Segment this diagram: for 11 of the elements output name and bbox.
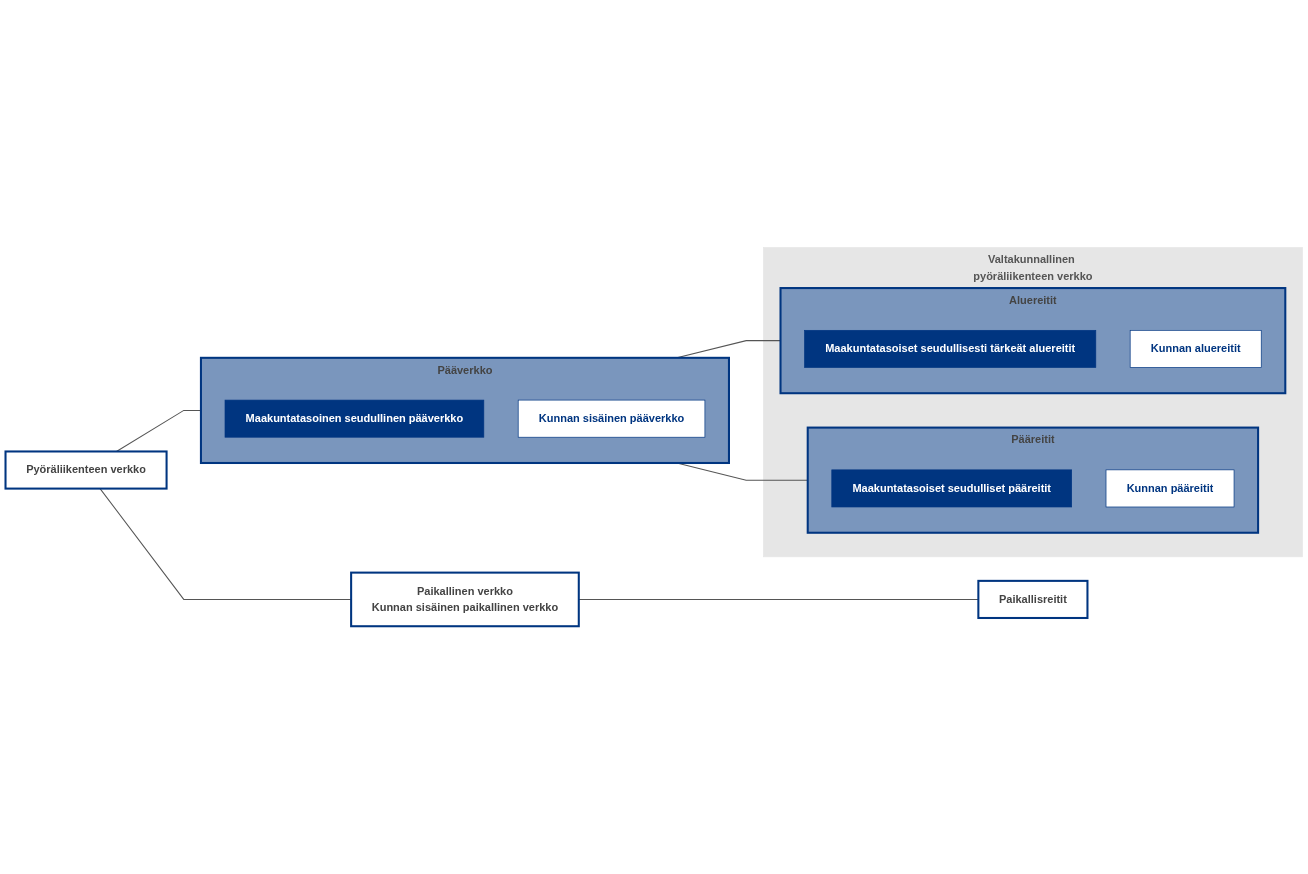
node-box: Maakuntatasoiset seudulliset pääreitit [831, 469, 1072, 508]
node-box: Maakuntatasoiset seudullisesti tärkeät aluereitit [804, 330, 1097, 368]
node-box: Paikallisreitit [977, 579, 1089, 620]
connector [578, 599, 979, 601]
node-box: Paikallinen verkko Kunnan sisäinen paikallinen verkko [350, 571, 580, 628]
connector [99, 488, 352, 601]
node-box: Kunnan pääreitit [1105, 469, 1235, 508]
node-box: Pyöräliikenteen verkko [4, 450, 168, 490]
node-box: Kunnan sisäinen pääverkko [517, 399, 706, 438]
node-box: Kunnan aluereitit [1129, 330, 1262, 368]
node-box: Maakuntatasoinen seudullinen pääverkko [224, 399, 485, 438]
